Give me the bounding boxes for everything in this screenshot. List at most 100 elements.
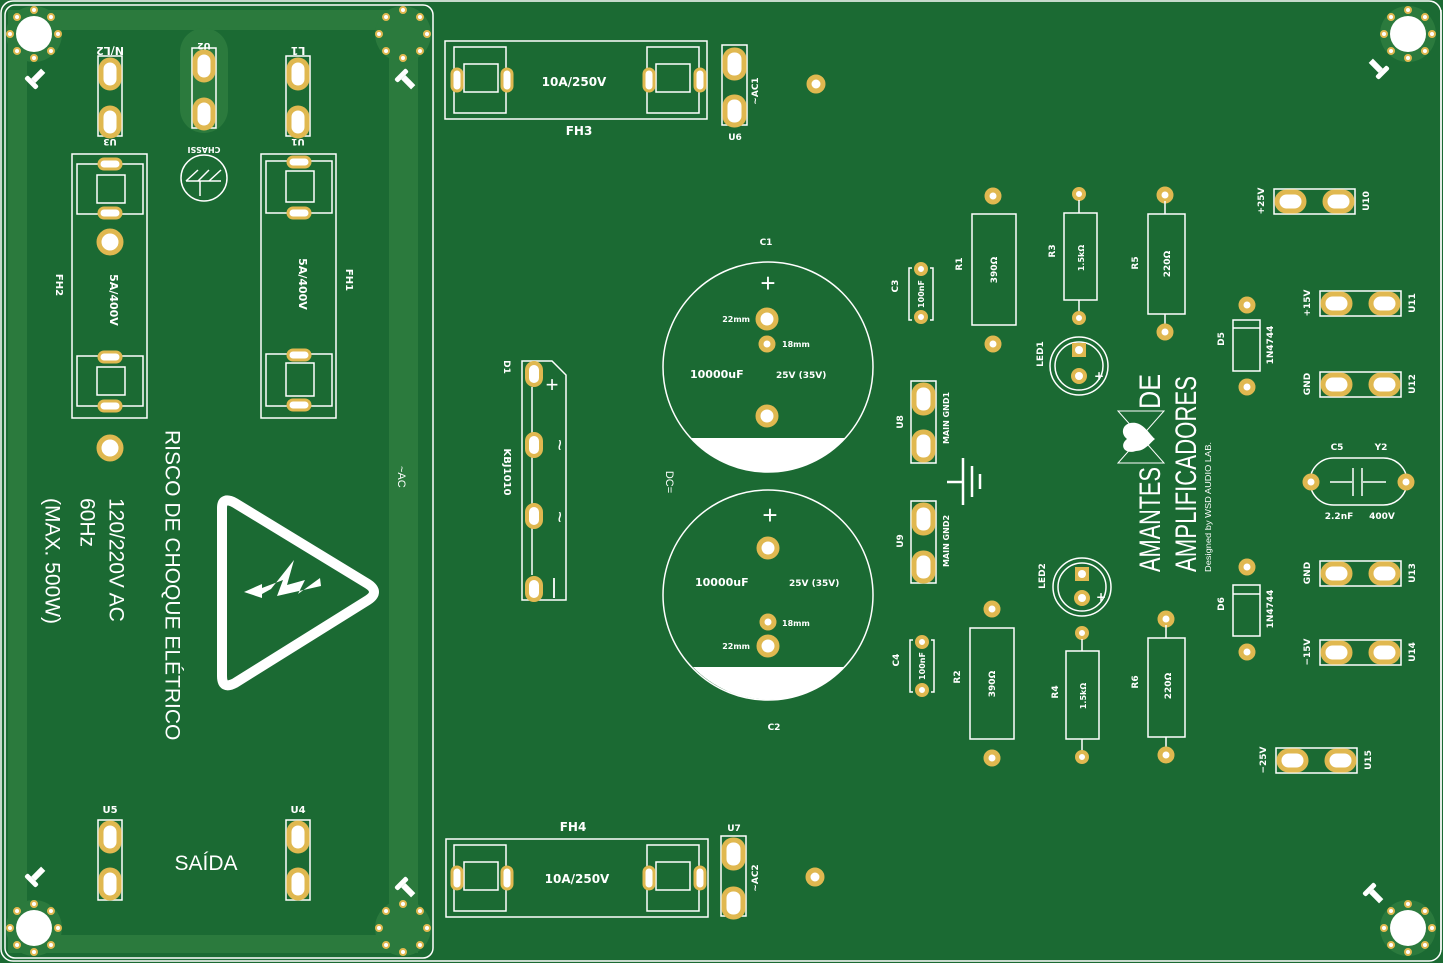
connector-u3-label: U3 bbox=[103, 136, 117, 146]
via bbox=[382, 46, 391, 55]
led2-ref: LED2 bbox=[1038, 563, 1048, 589]
resistor-r5[interactable]: 220Ω R5 bbox=[1131, 186, 1186, 341]
capacitor-c3[interactable]: 100nF C3 bbox=[891, 262, 934, 324]
via bbox=[54, 924, 62, 932]
connector-u2-chassis[interactable]: U2 CHASSI bbox=[180, 40, 228, 202]
output-ref-label: U11 bbox=[1408, 293, 1418, 313]
r6-value: 220Ω bbox=[1164, 672, 1174, 699]
chassi-label: CHASSI bbox=[188, 145, 221, 154]
logo-amplificadores: AMPLIFICADORES bbox=[1170, 376, 1203, 572]
via bbox=[6, 30, 14, 38]
via bbox=[46, 13, 55, 22]
connector-u7[interactable]: U7 ~AC2 bbox=[720, 824, 761, 920]
via bbox=[382, 907, 391, 916]
via bbox=[415, 940, 424, 949]
fh2-rating: 5A/400V bbox=[107, 274, 120, 326]
connector-u5[interactable]: U5 bbox=[97, 805, 123, 901]
connector-nl2[interactable]: N/L2 U3 bbox=[96, 44, 124, 146]
c4-ref: C4 bbox=[892, 654, 902, 667]
ac2-label: ~AC2 bbox=[751, 864, 761, 891]
resistor-r1[interactable]: 390Ω R1 bbox=[955, 187, 1017, 353]
c2-polarity-plus: + bbox=[762, 500, 777, 530]
fuse-holder-fh3[interactable]: 10A/250V FH3 bbox=[444, 40, 708, 138]
c4-value: 100nF bbox=[918, 652, 927, 680]
capacitor-c4[interactable]: 100nF C4 bbox=[892, 635, 935, 697]
via bbox=[423, 30, 431, 38]
r1-value: 390Ω bbox=[990, 256, 1000, 283]
c2-size-22: 22mm bbox=[722, 642, 750, 651]
output-ref-label: U14 bbox=[1408, 642, 1418, 662]
u8-ref: U8 bbox=[896, 415, 906, 429]
via bbox=[375, 924, 383, 932]
connector-u9-gnd2[interactable]: U9 MAIN GND2 bbox=[896, 500, 951, 584]
via bbox=[13, 907, 22, 916]
r5-value: 220Ω bbox=[1163, 250, 1173, 277]
output-connector-u14[interactable]: −15V U14 bbox=[1303, 638, 1418, 666]
mount-pad bbox=[806, 74, 826, 94]
fuse-holder-fh2[interactable]: 5A/400V FH2 bbox=[53, 153, 148, 462]
connector-nl2-label: N/L2 bbox=[96, 44, 124, 57]
connector-u8-gnd1[interactable]: U8 MAIN GND1 bbox=[896, 380, 951, 464]
logo-amantes: AMANTES bbox=[1134, 467, 1167, 572]
ac-label: ~AC bbox=[395, 466, 407, 488]
connector-u7-label: U7 bbox=[727, 824, 741, 834]
capacitor-c1[interactable]: C1 + 22mm 18mm 10000uF 25V (35V) bbox=[662, 238, 874, 473]
screw-icon bbox=[394, 876, 416, 898]
connector-u6[interactable]: U6 ~AC1 bbox=[721, 44, 761, 143]
c1-ref: C1 bbox=[760, 238, 773, 248]
resistor-r6[interactable]: 220Ω R6 bbox=[1131, 610, 1186, 764]
connector-u2-label: U2 bbox=[197, 40, 211, 50]
r3-value: 1.5kΩ bbox=[1077, 245, 1086, 271]
c3-value: 100nF bbox=[917, 280, 926, 308]
led1-ref: LED1 bbox=[1036, 341, 1046, 367]
c3-ref: C3 bbox=[891, 280, 901, 293]
mounting-hole-br-ac bbox=[375, 900, 431, 956]
c2-ref: C2 bbox=[768, 723, 781, 733]
connector-u5-label: U5 bbox=[102, 805, 117, 816]
fuse-holder-fh4[interactable]: FH4 10A/250V bbox=[445, 820, 709, 918]
r4-value: 1.5kΩ bbox=[1079, 683, 1088, 709]
output-voltage-label: −15V bbox=[1303, 638, 1313, 665]
via bbox=[1404, 54, 1412, 62]
mounting-hole-tr bbox=[1380, 6, 1436, 62]
zener-d5[interactable]: D5 1N4744 bbox=[1217, 296, 1276, 396]
bridge-rectifier-d1[interactable]: + ~ ~ D1 KBJ1010 bbox=[501, 360, 570, 602]
led2-plus: + bbox=[1096, 590, 1106, 604]
via bbox=[1420, 940, 1429, 949]
connector-u4[interactable]: U4 bbox=[285, 805, 311, 901]
warning-title: RISCO DE CHOQUE ELÉTRICO bbox=[161, 430, 184, 740]
mounting-hole-bl bbox=[6, 900, 62, 956]
resistor-r4[interactable]: 1.5kΩ R4 bbox=[1051, 626, 1100, 764]
led-led1[interactable]: + LED1 bbox=[1036, 336, 1109, 396]
resistor-r3[interactable]: 1.5kΩ R3 bbox=[1048, 187, 1098, 325]
via bbox=[1420, 907, 1429, 916]
led-led2[interactable]: + LED2 bbox=[1038, 557, 1112, 617]
c5-ref2: Y2 bbox=[1374, 443, 1388, 453]
screw-icon bbox=[24, 68, 46, 90]
via bbox=[1387, 907, 1396, 916]
capacitor-c2[interactable]: + 18mm 22mm 10000uF 25V (35V) C2 bbox=[662, 489, 874, 733]
via bbox=[1420, 46, 1429, 55]
via bbox=[54, 30, 62, 38]
c1-size-18: 18mm bbox=[782, 340, 810, 349]
resistor-r2[interactable]: 390Ω R2 bbox=[953, 600, 1015, 767]
c2-voltage: 25V (35V) bbox=[789, 579, 839, 589]
ac1-label: ~AC1 bbox=[751, 77, 761, 104]
r3-ref: R3 bbox=[1048, 244, 1058, 257]
capacitor-c5[interactable]: C5 Y2 2.2nF 400V bbox=[1302, 443, 1415, 522]
zener-d6[interactable]: D6 1N4744 bbox=[1217, 558, 1276, 661]
connector-l1[interactable]: L1 U1 bbox=[285, 44, 311, 146]
via bbox=[30, 54, 38, 62]
fh4-rating: 10A/250V bbox=[545, 872, 610, 886]
ac-section-outline bbox=[4, 4, 434, 959]
fuse-holder-fh1[interactable]: 5A/400V FH1 bbox=[260, 153, 354, 419]
fh4-label: FH4 bbox=[560, 820, 587, 834]
connector-u4-label: U4 bbox=[290, 805, 305, 816]
screw-icon bbox=[394, 68, 416, 90]
